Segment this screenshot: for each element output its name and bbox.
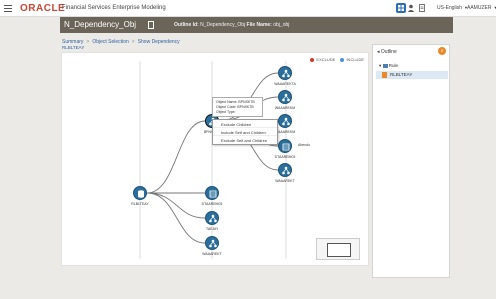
breadcrumb-object-selection[interactable]: Object Selection	[92, 39, 129, 45]
tooltip-line: Object Type:	[216, 110, 236, 114]
object-meta: Outline Id: N_Dependency_Obj File Name: …	[174, 22, 289, 28]
graph-node-label: WAAAREKTA	[274, 82, 296, 86]
top-bar: ORACLE Financial Services Enterprise Mod…	[0, 0, 496, 17]
graph-minimap[interactable]	[316, 238, 360, 260]
help-button[interactable]	[417, 3, 427, 13]
graph-node-mid[interactable]	[205, 186, 219, 200]
tree-icon	[282, 117, 290, 126]
document-icon	[419, 4, 425, 12]
graph-node-label: WAAAREKM	[274, 106, 296, 110]
legend-exclude: EXCLUDE	[316, 57, 336, 62]
graph-node-label: DTAAREM03	[201, 202, 223, 206]
menu-item-exclude-children[interactable]: Exclude Children	[213, 120, 277, 128]
user-icon	[407, 4, 415, 12]
graph-node-label: RLBLTEAY	[131, 202, 149, 206]
tooltip-line: Object Code: BPNSKTB	[216, 105, 254, 109]
outline-label: Outline Id:	[174, 22, 199, 28]
app-name: Financial Services Enterprise Modeling	[62, 5, 166, 11]
user-button[interactable]	[406, 3, 416, 13]
menu-item-exclude-self-and-children[interactable]: Exclude Self and Children	[221, 138, 268, 143]
graph-node-mid[interactable]	[205, 211, 219, 225]
node-tooltip: Object Name: BPNSKTB Object Code: BPNSKT…	[212, 97, 263, 117]
tree-icon	[282, 166, 290, 175]
table-icon	[209, 190, 217, 198]
graph-node-label: WAAAREKM	[274, 130, 296, 134]
outline-title-text: Outline	[380, 49, 397, 55]
tree-icon	[209, 239, 217, 248]
tree-icon	[209, 214, 217, 223]
outline-badge[interactable]: 0	[438, 47, 446, 55]
context-menu: Exclude Children Include Self and Childr…	[212, 119, 278, 145]
page-title: N_Dependency_Obj	[64, 20, 137, 29]
graph-node-root[interactable]	[133, 186, 147, 200]
breadcrumb-separator: >	[131, 39, 135, 45]
table-icon	[282, 143, 290, 151]
language-select[interactable]: US-English▼	[437, 5, 468, 11]
grid-icon	[398, 5, 404, 11]
file-value: obj_obj	[273, 22, 290, 28]
graph-node-label: DTAAREM03	[274, 155, 296, 159]
outline-tree-item[interactable]: RLBLTEAY	[376, 71, 448, 79]
user-name: AAMUZER	[467, 5, 492, 11]
breadcrumb-separator: >	[86, 39, 90, 45]
document-icon	[148, 21, 154, 29]
tree-icon	[282, 93, 290, 102]
graph-node-right[interactable]	[278, 90, 292, 104]
outline-item-label: RLBLTEAY	[390, 72, 413, 77]
graph-node-right[interactable]	[278, 66, 292, 80]
user-menu[interactable]: AAMUZER▼	[467, 5, 496, 11]
graph-node-label: WAAAREKT	[202, 252, 222, 256]
tooltip-line: Object Name: BPNSKTB	[216, 100, 255, 104]
file-label: File Name:	[246, 22, 272, 28]
breadcrumb-summary[interactable]: Summary	[62, 39, 84, 45]
menu-item-include-self-and-children[interactable]: Include Self and Children	[213, 128, 277, 136]
breadcrumb: Summary>Object Selection>Show Dependency	[62, 39, 180, 45]
include-dot-icon	[340, 57, 345, 62]
outline-panel: ◂ Outline 0 ▾ Rule RLBLTEAY	[372, 44, 450, 278]
outline-tree-root[interactable]: ▾ Rule	[379, 63, 398, 69]
collapse-icon[interactable]: ◂	[377, 49, 381, 55]
graph-node-label: TAEAYI	[206, 227, 218, 231]
chevron-down-icon: ▼	[464, 5, 468, 10]
database-icon	[138, 190, 144, 198]
legend: EXCLUDE INCLUDE	[306, 57, 364, 62]
object-title-bar: N_Dependency_Obj Outline Id: N_Dependenc…	[60, 17, 453, 33]
graph-node-right[interactable]	[278, 114, 292, 128]
chevron-down-icon: ▾	[379, 63, 383, 68]
exclude-dot-icon	[310, 57, 315, 62]
dependency-graph-canvas[interactable]: EXCLUDE INCLUDE RLBLTEAY BPNSKTB DTAAREM…	[61, 52, 369, 266]
file-icon	[382, 72, 387, 78]
graph-side-label: Abendo	[298, 143, 311, 147]
breadcrumb-subtitle: RLBLTEAY	[62, 45, 85, 50]
hamburger-menu-icon[interactable]	[4, 5, 12, 12]
language-label: US-English	[437, 5, 463, 11]
graph-node-right[interactable]	[278, 139, 292, 153]
legend-include: INCLUDE	[346, 57, 364, 62]
oracle-logo: ORACLE	[20, 3, 66, 14]
outline-value: N_Dependency_Obj	[200, 22, 246, 28]
minimap-viewport[interactable]	[327, 243, 351, 257]
outline-title: ◂ Outline	[377, 49, 397, 55]
graph-node-right[interactable]	[278, 163, 292, 177]
graph-edges	[139, 61, 287, 259]
tree-icon	[282, 69, 290, 78]
graph-node-mid[interactable]	[205, 236, 219, 250]
folder-icon	[382, 63, 388, 68]
chevron-down-icon: ▼	[493, 5, 496, 10]
graph-node-label: WAAAREKT	[275, 179, 295, 183]
breadcrumb-show-dependency[interactable]: Show Dependency	[137, 39, 180, 45]
grid-view-button[interactable]	[396, 3, 406, 13]
outline-root-label: Rule	[388, 63, 399, 68]
